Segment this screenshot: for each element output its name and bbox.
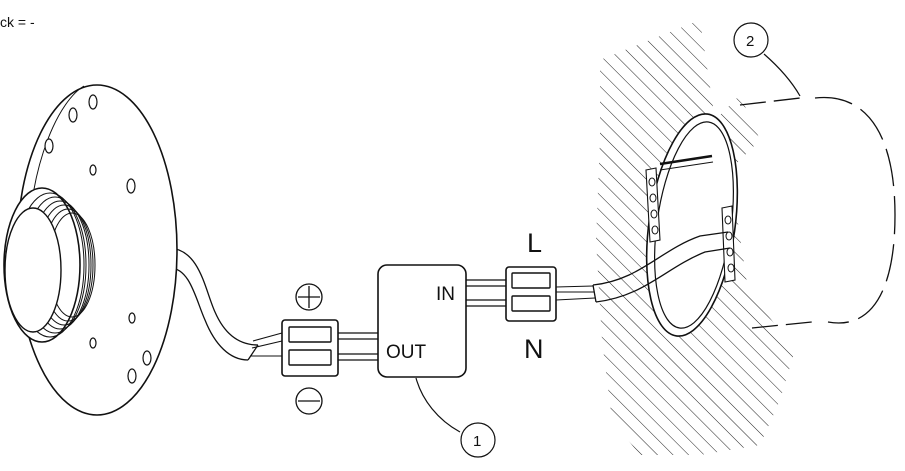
wall-mounting-ring [645, 113, 739, 337]
input-wires [466, 279, 506, 307]
input-label: IN [436, 284, 455, 305]
neutral-label: N [524, 334, 544, 364]
top-note: ck = - [0, 14, 35, 30]
luminaire-cable [169, 247, 283, 361]
callout-2: 2 [733, 22, 801, 97]
negative-icon [295, 387, 323, 415]
callout-1-number: 1 [473, 433, 481, 450]
driver-box [377, 264, 467, 378]
output-label: OUT [386, 342, 427, 363]
callout-1: 1 [415, 377, 496, 458]
luminaire [3, 84, 178, 416]
callout-2-number: 2 [746, 33, 754, 50]
line-label: L [527, 228, 542, 258]
wall-box-outline [739, 96, 896, 329]
mains-terminal-block [505, 266, 557, 322]
dc-terminal-block [281, 319, 339, 377]
output-wires [338, 332, 378, 361]
mains-cable [555, 231, 731, 303]
positive-icon [295, 283, 323, 311]
